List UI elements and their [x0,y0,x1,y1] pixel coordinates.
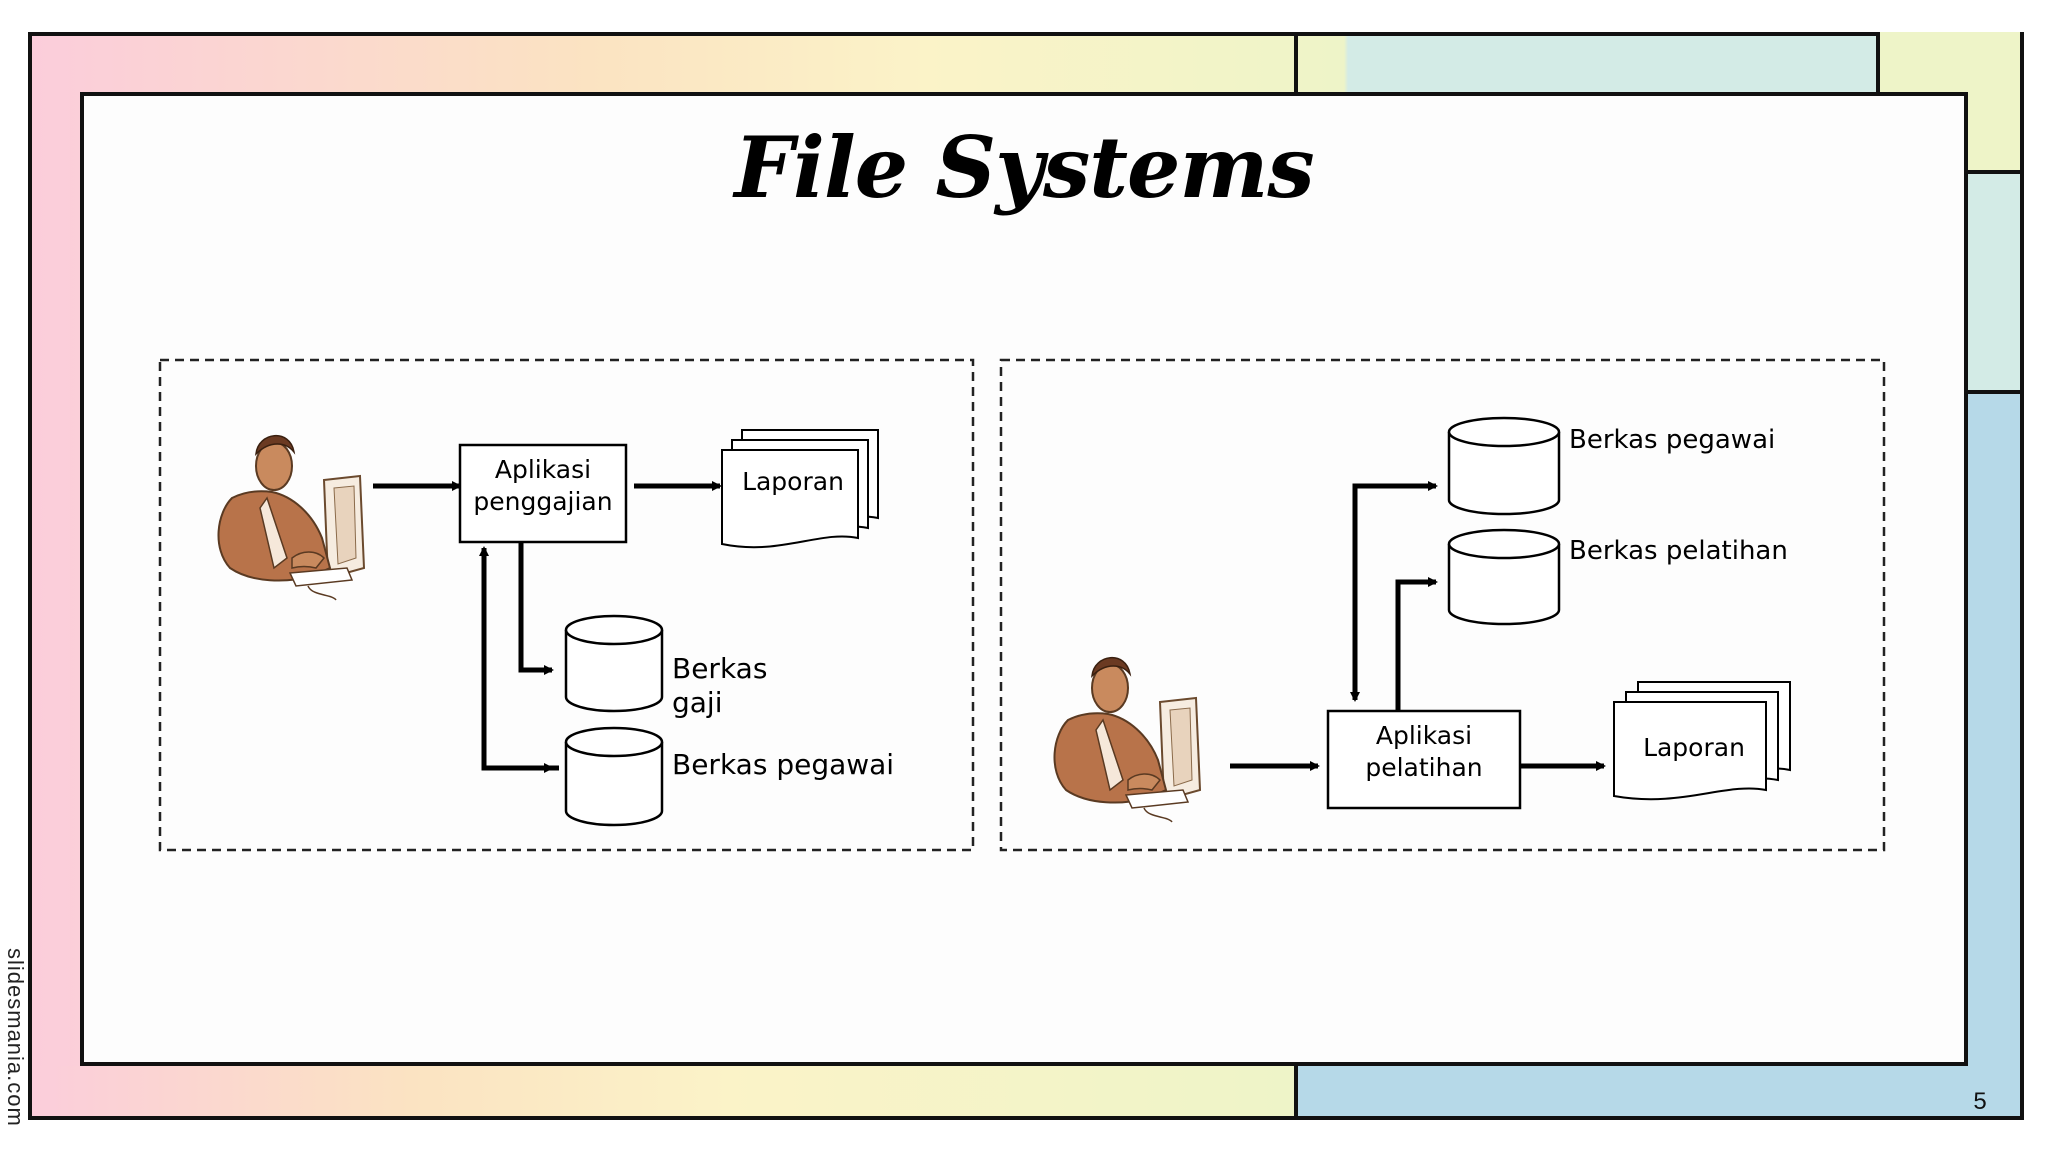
berkas-pegawai-right-label: Berkas pegawai [1569,425,1775,455]
report-right-label: Laporan [1643,733,1745,762]
bottom-blue-strip [1297,1066,2020,1116]
app-penggajian-label-1: Aplikasi [495,455,591,484]
content-card [80,92,1968,1066]
app-pelatihan-box [1326,709,1522,810]
right-diagram-border [999,358,1886,852]
app-to-berkas-gaji-arrow [518,542,554,675]
app-to-berkas-pelatihan-arrow [1395,577,1438,710]
app-penggajian-box [458,443,628,544]
left-diagram-border [158,358,975,852]
page-number: 5 [1973,1088,1987,1115]
berkas-gaji-label-1: Berkas [672,652,767,685]
app-pelatihan-label-1: Aplikasi [1376,721,1472,750]
right-accent-strip [1968,390,2020,1116]
berkas-pegawai-database [564,726,664,827]
right-divider [1966,390,2024,394]
berkas-pegawai-database-right [1447,416,1561,516]
report-document-stack-right [1613,681,1791,801]
watermark: slidesmania.com [3,948,28,1127]
report-document-stack [721,429,879,549]
app-penggajian-label-2: penggajian [473,487,612,516]
top-divider [1294,32,1298,94]
berkas-gaji-label-2: gaji [672,686,723,719]
user-computer-icon-right [1053,656,1201,823]
bottom-divider [1294,1062,1298,1120]
berkas-pelatihan-database [1447,528,1561,626]
bottom-gradient-strip [32,1066,1297,1116]
user-computer-icon [217,434,365,601]
report-label: Laporan [742,467,844,496]
berkas-pegawai-label: Berkas pegawai [672,748,894,781]
app-pelatihan-label-2: pelatihan [1365,753,1482,782]
berkas-pelatihan-label: Berkas pelatihan [1569,536,1788,566]
berkas-gaji-database [564,614,664,713]
slide-title: File Systems [734,118,1314,217]
